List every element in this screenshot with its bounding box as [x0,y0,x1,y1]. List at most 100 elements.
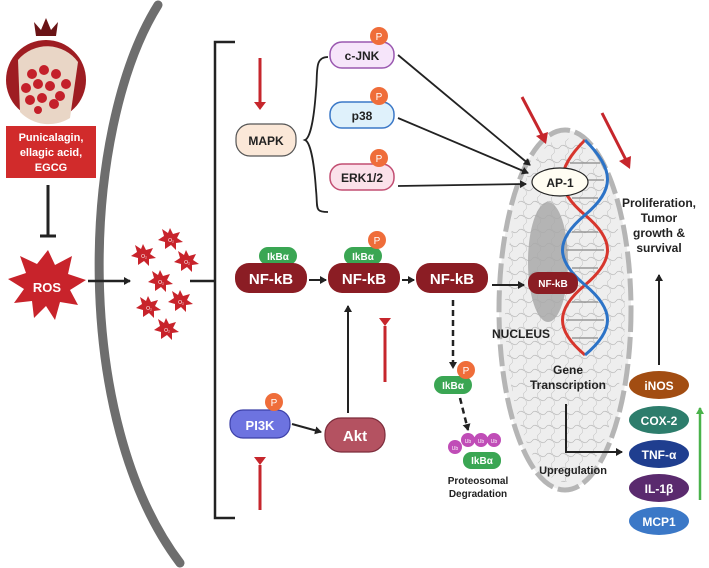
target-label: MCP1 [642,515,676,529]
inhibit-ros-arrow [40,185,56,238]
outcome-line-3: growth & [633,226,685,240]
pathway-bracket [190,40,235,520]
c-jnk-pill [329,41,395,69]
nfkb-pill [528,272,578,294]
ros-particles: O₂ O₂ O₂ O₂ O₂ O₂ O₂ [131,228,199,340]
ros-particle: O₂ [168,290,193,312]
outcome-inhibition-symbol [600,112,631,169]
ros-particle: O₂ [174,250,199,272]
target-pill [629,440,689,468]
ubiquitin-icon [461,433,475,447]
ros-burst: ROS [8,250,86,320]
ap1-pill [531,167,589,197]
nfkb-pill [235,263,307,293]
ikba-label: IkBα [352,252,375,263]
ikba-label: IkBα [267,252,290,263]
nfkb-label: NF-kB [249,271,293,288]
target-label: iNOS [644,379,673,393]
erk-node: ERK1/2 P [329,149,395,191]
p38-pill [329,101,395,129]
p38-label: p38 [352,109,373,123]
target-pill [629,507,689,535]
target-mcp1: MCP1 [629,507,689,535]
target-inos: iNOS [629,371,689,399]
outcome-line-4: survival [636,241,681,255]
target-il1b: IL-1β [629,474,689,502]
gene-transcription-line-1: Gene [553,363,583,377]
ubiquitin-icon [487,433,501,447]
nfkb-label: NF-kB [342,271,386,288]
particle-label: O₂ [158,280,164,286]
inhibitor-line-2: ellagic acid, [20,147,82,159]
gene-transcription-line-2: Transcription [530,378,606,392]
nuclear-nfkb: NF-kB [528,272,578,294]
target-pill [629,371,689,399]
nucleus-label: NUCLEUS [492,327,550,341]
outcome-line-1: Proliferation, [622,196,696,210]
ikba-pill [344,247,382,265]
target-pill [629,406,689,434]
target-label: IL-1β [645,482,674,496]
akt-node: Akt [324,417,386,453]
ubiquitin-icon [474,433,488,447]
phospho-label: P [374,236,381,247]
ikba-label: IkBα [442,381,465,392]
target-label: COX-2 [641,414,678,428]
particle-label: O₂ [141,254,147,260]
inhibition-symbols [254,58,631,510]
pi3k-label: PI3K [246,418,276,433]
pi3k-pill [229,409,291,439]
ikba-label: IkBα [471,456,494,467]
mapk-brace [302,56,329,213]
ubiquitin-label: Ub [452,446,459,452]
phospho-label: P [376,92,383,103]
ap1-node: AP-1 [531,167,589,197]
ikba-pill [463,452,501,469]
phospho-label: P [376,32,383,43]
inhibitor-line-1: Punicalagin, [19,132,84,144]
mapk-inhibition-symbol [254,58,266,110]
mapk-pill [235,123,297,157]
erk-pill [329,163,395,191]
degradation-label-line-2: Degradation [449,489,507,500]
pi3k-node: PI3K P [229,393,291,439]
target-tnfa: TNF-α [629,440,689,468]
cell-membrane [94,0,185,568]
akt-pill [324,417,386,453]
nfkb-inhibition-symbol [379,318,391,382]
ikba-pill [434,376,472,394]
p38-to-ap1-arrow [397,117,529,175]
degradation-label-line-1: Proteosomal [448,476,509,487]
upregulation-label: Upregulation [539,465,607,477]
outcome-text: Proliferation, Tumor growth & survival [622,196,696,255]
nfkb-ikba-complex: IkBα NF-kB [235,247,307,293]
outcome-line-2: Tumor [641,211,678,225]
ubiquitinated-ikba: Ub Ub Ub Ub IkBα [448,433,501,469]
target-label: TNF-α [642,448,677,462]
pomegranate-icon [6,18,86,125]
phospho-label: P [463,366,470,377]
nfkb-pill [416,263,488,293]
ap1-inhibition-symbol [520,96,548,144]
erk-label: ERK1/2 [341,171,383,185]
c-jnk-label: c-JNK [345,49,380,63]
mapk-node: MAPK [235,123,297,157]
phospho-label: P [376,154,383,165]
p38-node: p38 P [329,87,395,129]
particle-label: O₂ [146,306,152,312]
ap1-label: AP-1 [546,176,574,190]
particle-label: O₂ [184,260,190,266]
mapk-label: MAPK [248,134,284,148]
target-pill [629,474,689,502]
phospho-icon [368,231,386,249]
phospho-icon [457,361,475,379]
phospho-icon [265,393,283,411]
particle-label: O₂ [164,328,170,334]
inhibitors-box-bg [6,126,96,178]
ros-particle: O₂ [154,318,179,340]
phospho-nfkb-ikba-complex: IkBα P NF-kB [328,231,400,293]
nfkb-pill [328,263,400,293]
nucleolus [528,202,568,322]
phospho-label: P [271,398,278,409]
ubiquitin-icon [448,440,462,454]
